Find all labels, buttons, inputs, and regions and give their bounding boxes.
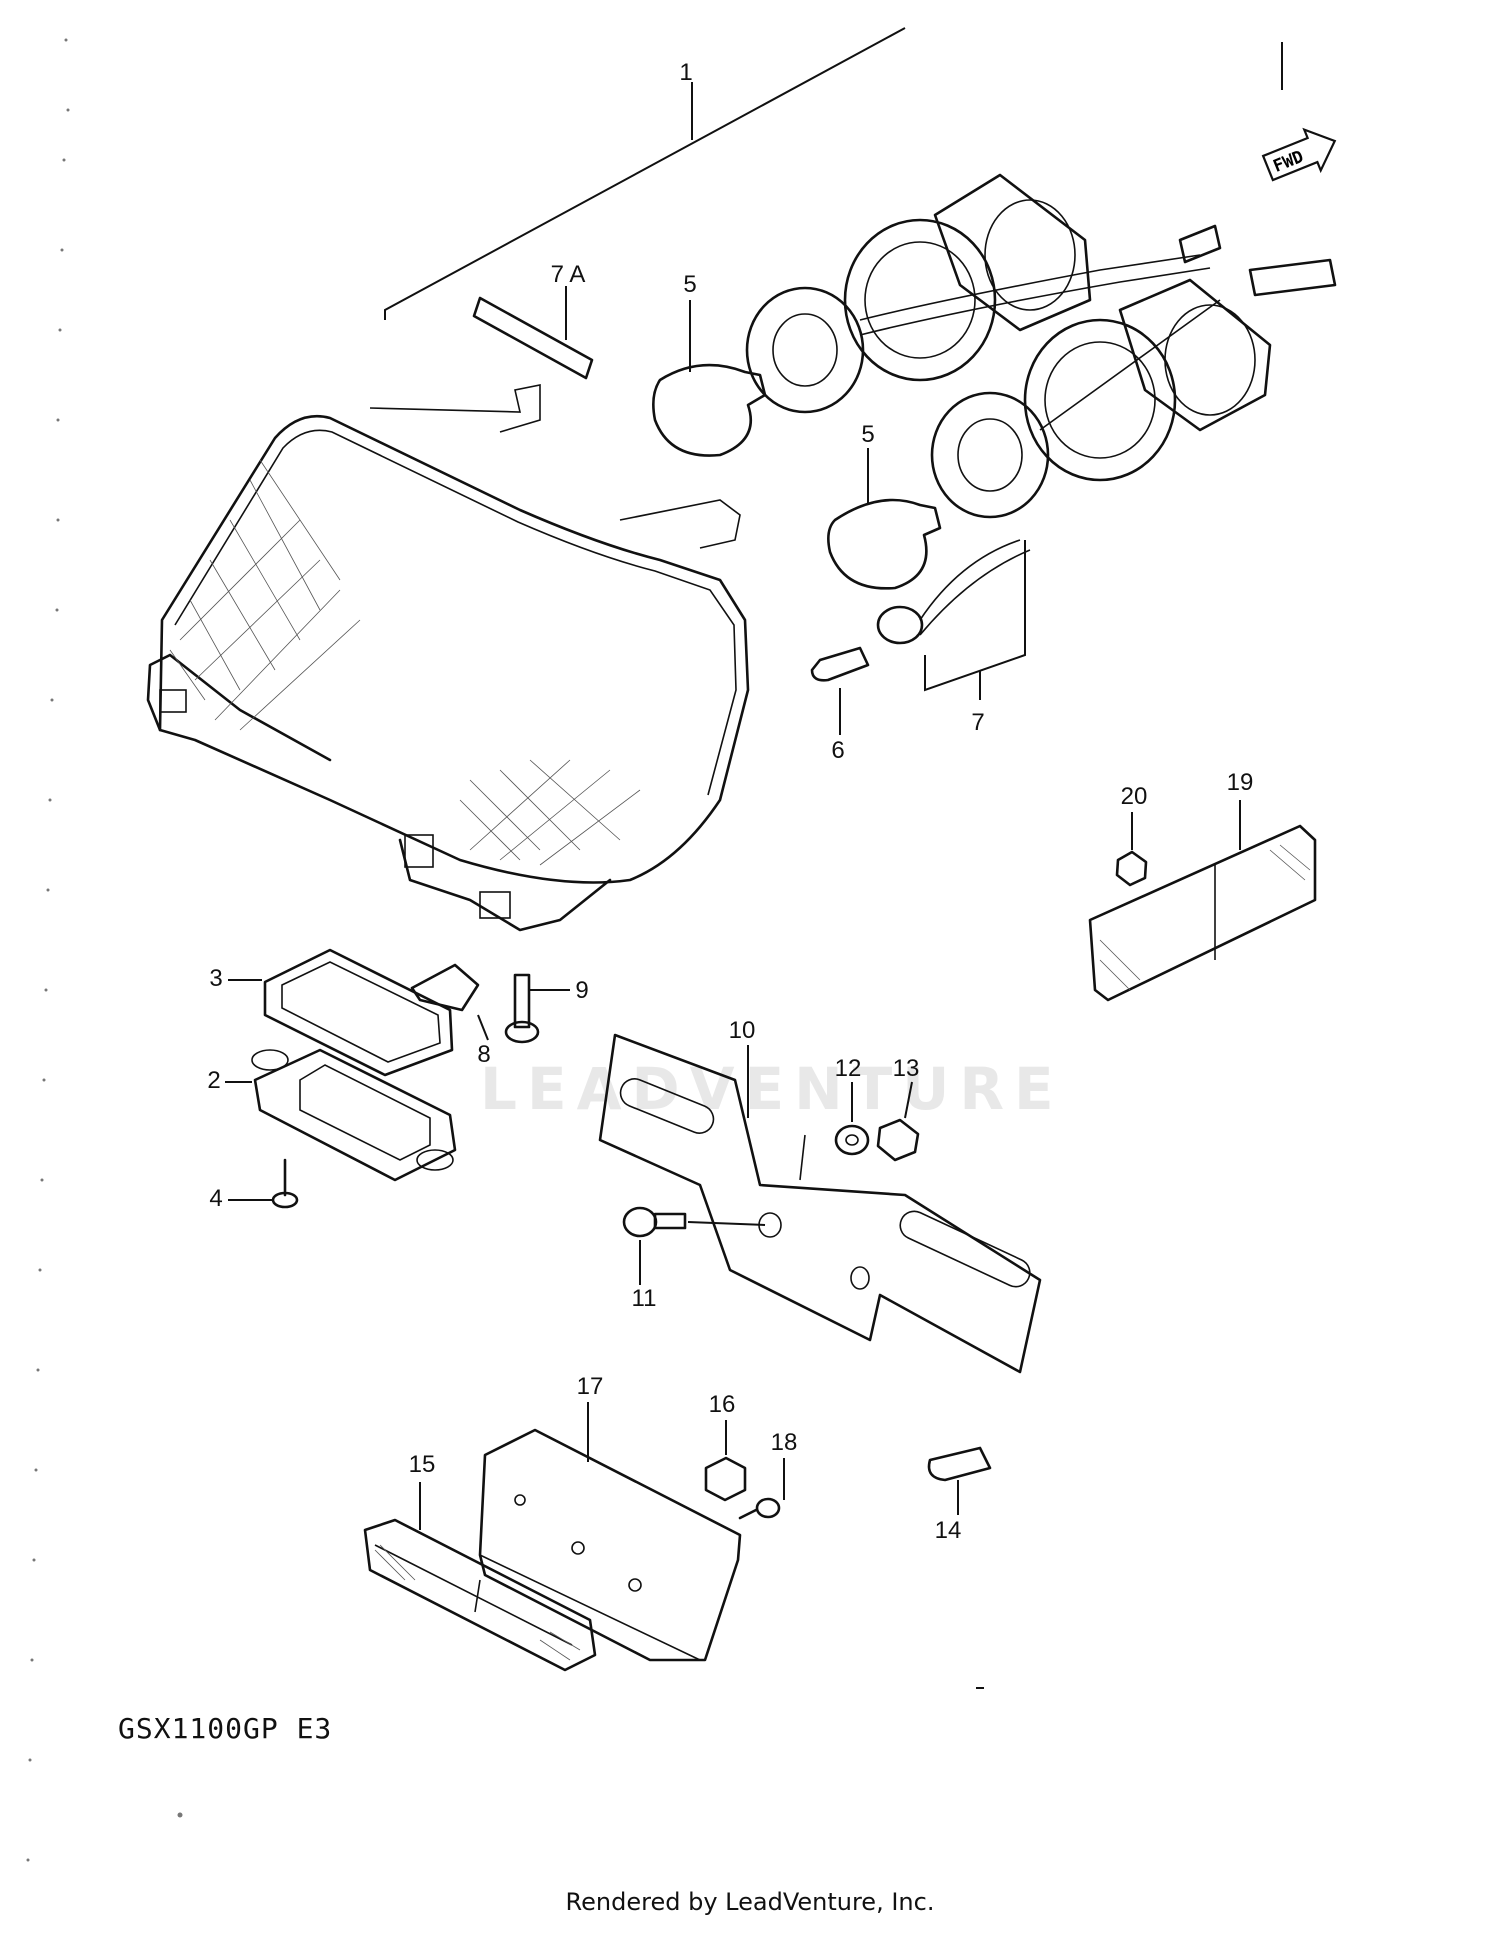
render-credit: Rendered by LeadVenture, Inc. — [565, 1888, 935, 1916]
callout-9: 9 — [575, 977, 588, 1004]
callout-11: 11 — [632, 1285, 657, 1312]
tail-lamp-housing — [146, 384, 750, 932]
callout-12: 12 — [835, 1055, 862, 1082]
callout-15: 15 — [409, 1451, 436, 1478]
bolt-9-icon — [504, 973, 570, 1044]
bulb-icon — [827, 448, 942, 590]
callout-17: 17 — [577, 1373, 604, 1400]
bulb-icon — [652, 300, 767, 457]
callout-20: 20 — [1121, 783, 1148, 810]
nut-20-icon — [1115, 812, 1148, 887]
part-7a-strip — [472, 286, 594, 380]
callout-labels: 1 2 3 4 5 5 6 7 7 A 8 9 10 11 12 13 14 1… — [207, 59, 1253, 1544]
callout-16: 16 — [709, 1391, 736, 1418]
part-3-gasket — [228, 948, 454, 1077]
callout-10: 10 — [729, 1017, 756, 1044]
callout-14: 14 — [935, 1517, 962, 1544]
leadventure-watermark: LEADVENTURE — [480, 1055, 1064, 1123]
callout-7: 7 — [971, 709, 984, 736]
part-17-block — [478, 1402, 742, 1662]
nut-13-icon — [876, 1081, 920, 1162]
callout-2: 2 — [207, 1067, 220, 1094]
part-14-icon — [927, 1446, 992, 1515]
callout-7-bracket — [924, 540, 1026, 692]
reflector-19 — [1088, 800, 1317, 1002]
socket-harness — [745, 173, 1337, 645]
callout-4: 4 — [209, 1185, 222, 1212]
callout-7a: 7 A — [551, 261, 586, 288]
callout-6: 6 — [831, 737, 844, 764]
callout-5a: 5 — [683, 271, 696, 298]
model-code: GSX1100GP E3 — [118, 1712, 333, 1745]
callout-1: 1 — [679, 59, 692, 86]
clip-8-icon — [410, 963, 489, 1041]
screw-18-icon — [738, 1458, 785, 1520]
bolt-11-icon — [622, 1206, 766, 1285]
part-2-lens — [225, 1048, 457, 1182]
callout-8: 8 — [477, 1041, 490, 1068]
assembly-bracket-leader — [384, 27, 906, 320]
reflector-15 — [363, 1482, 597, 1672]
callout-19: 19 — [1227, 769, 1254, 796]
callout-3: 3 — [209, 965, 222, 992]
small-bulb-icon — [810, 646, 870, 735]
callout-18: 18 — [771, 1429, 798, 1456]
washer-12-icon — [834, 1082, 870, 1156]
screw-4-icon — [228, 1158, 299, 1209]
part-10-license-bracket — [598, 1033, 1042, 1374]
callout-5b: 5 — [861, 421, 874, 448]
forward-arrow-icon: FWD — [1261, 127, 1337, 182]
nut-16-icon — [704, 1420, 747, 1502]
callout-13: 13 — [893, 1055, 920, 1082]
scan-specks — [26, 38, 183, 1862]
